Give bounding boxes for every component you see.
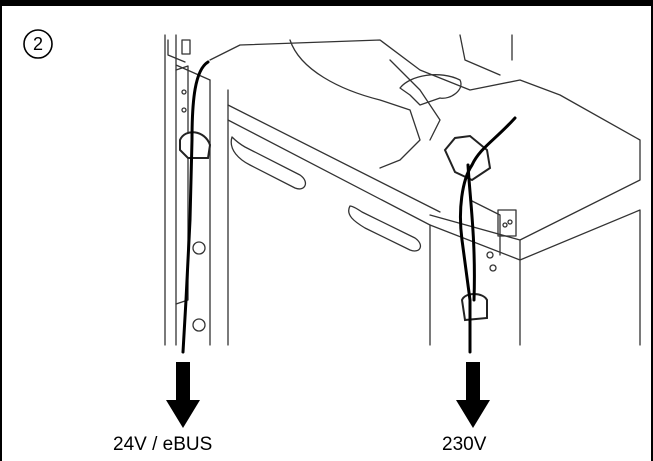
cable-clip-left — [179, 131, 212, 159]
cable-clip-right-lower — [460, 293, 488, 322]
panel-slot-upper — [230, 136, 307, 190]
cable-clamp-right-upper — [443, 134, 492, 182]
arrow-shaft-right — [466, 362, 480, 402]
arrow-head-right — [456, 400, 490, 428]
cable-left — [181, 60, 210, 354]
step-circle — [23, 29, 53, 59]
label-230v: 230V — [442, 434, 487, 455]
front-panel — [209, 79, 229, 346]
top-cover — [209, 39, 641, 241]
arrow-shaft-left — [176, 362, 190, 402]
frame-hole — [192, 318, 206, 332]
housing-right — [429, 209, 641, 346]
step-number: 2 — [32, 34, 43, 54]
panel-slot-lower — [348, 205, 422, 252]
arrow-head-left — [166, 400, 200, 428]
cover-bracket — [399, 74, 462, 106]
right-bracket — [497, 209, 517, 237]
label-24v-ebus: 24V / eBUS — [113, 434, 213, 455]
cable-right — [458, 116, 517, 354]
frame-hole — [192, 241, 206, 255]
